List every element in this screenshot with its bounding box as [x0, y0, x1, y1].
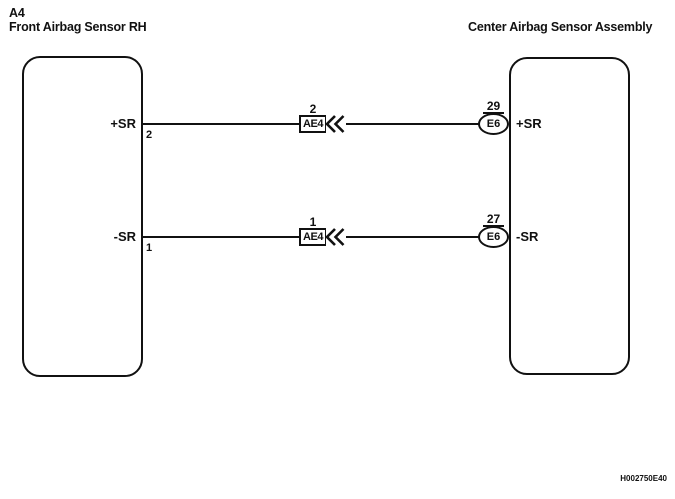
inline-connector-code: AE4 — [299, 228, 327, 246]
right-component-box — [509, 57, 630, 375]
inline-connector-pin-number: 2 — [309, 102, 317, 116]
right-component-title: Center Airbag Sensor Assembly — [468, 20, 653, 34]
document-code: H002750E40 — [620, 474, 667, 483]
right-terminal-label: +SR — [516, 116, 542, 131]
left-component-ref: A4 — [9, 6, 25, 20]
left-pin-number: 2 — [146, 129, 153, 141]
right-connector-code: E6 — [478, 113, 509, 135]
left-component-box — [22, 56, 143, 377]
double-chevron-left-icon — [326, 228, 346, 246]
right-connector-code: E6 — [478, 226, 509, 248]
right-terminal-label: -SR — [516, 229, 539, 244]
left-terminal-label: -SR — [113, 229, 136, 244]
left-pin-number: 1 — [146, 242, 153, 254]
inline-connector-code: AE4 — [299, 115, 327, 133]
left-component-title: Front Airbag Sensor RH — [9, 20, 147, 34]
left-terminal-label: +SR — [110, 116, 136, 131]
double-chevron-left-icon — [326, 115, 346, 133]
inline-connector-pin-number: 1 — [309, 215, 317, 229]
